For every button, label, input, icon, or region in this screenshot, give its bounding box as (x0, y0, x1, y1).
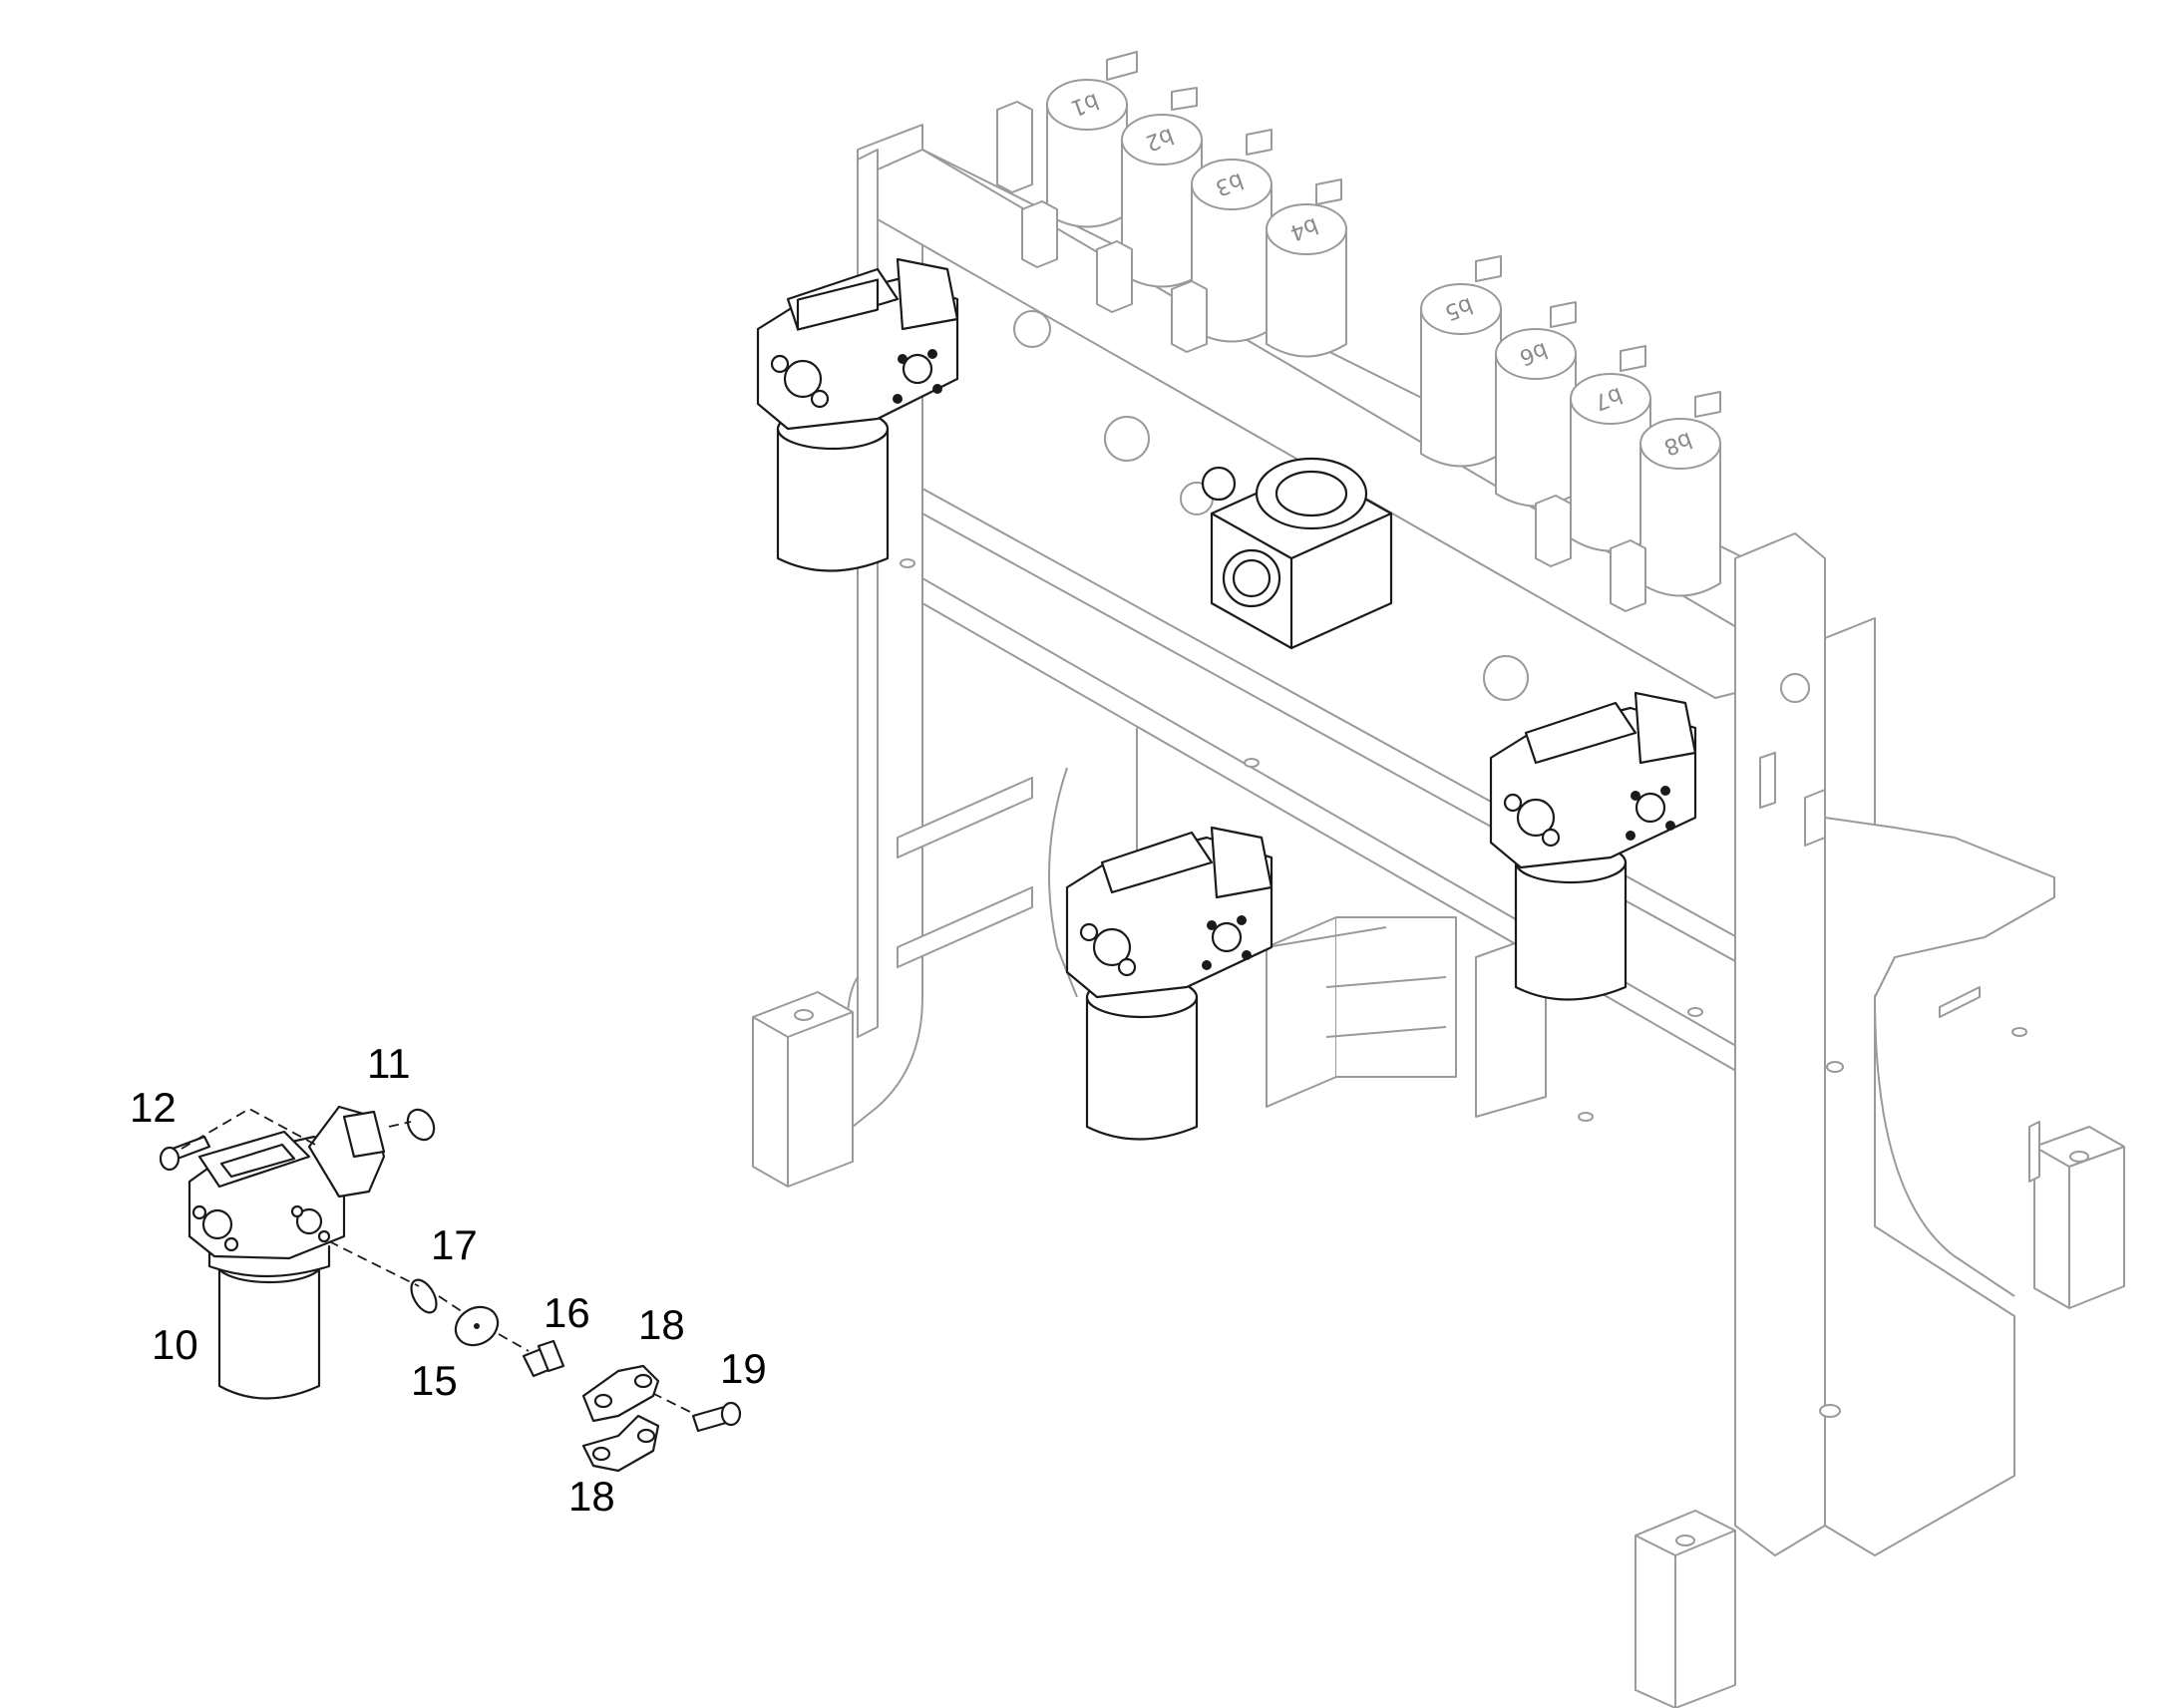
part-18-split-flange-lower (581, 1414, 660, 1473)
part-16-fitting (522, 1339, 565, 1378)
valve-b6: b6 (1495, 301, 1577, 508)
filter-unit-top-left (756, 257, 959, 572)
filter-head (307, 1105, 386, 1198)
exploded-filter-assembly (159, 1105, 742, 1473)
filter-unit-center (1065, 826, 1273, 1141)
center-flange-block (1201, 457, 1393, 650)
part-label-16: 16 (544, 1289, 590, 1336)
part-10-filter-housing (187, 1130, 346, 1400)
part-label-15: 15 (411, 1357, 458, 1404)
part-label-19: 19 (720, 1345, 767, 1392)
part-11-o-ring (406, 1108, 436, 1142)
part-label-11: 11 (367, 1040, 411, 1087)
valve-b8: b8 (1639, 391, 1721, 597)
filter-unit-right (1489, 691, 1697, 1001)
part-label-10: 10 (152, 1321, 198, 1368)
part-12-screw (159, 1135, 211, 1172)
valve-b7: b7 (1570, 345, 1651, 552)
part-18-split-flange-upper (581, 1364, 660, 1423)
valve-b2: b2 (1121, 87, 1203, 288)
valve-accumulators: b1 b2 b3 b4 b5 (996, 51, 1721, 612)
part-label-18-lower: 18 (568, 1473, 615, 1520)
part-label-18-upper: 18 (638, 1301, 685, 1348)
part-19-screw (691, 1401, 742, 1433)
valve-b5: b5 (1420, 255, 1502, 468)
part-label-17: 17 (431, 1221, 478, 1268)
part-label-12: 12 (130, 1084, 177, 1131)
part-17-o-ring (410, 1278, 438, 1314)
part-15-washer (454, 1305, 500, 1347)
valve-b4: b4 (1266, 178, 1347, 358)
